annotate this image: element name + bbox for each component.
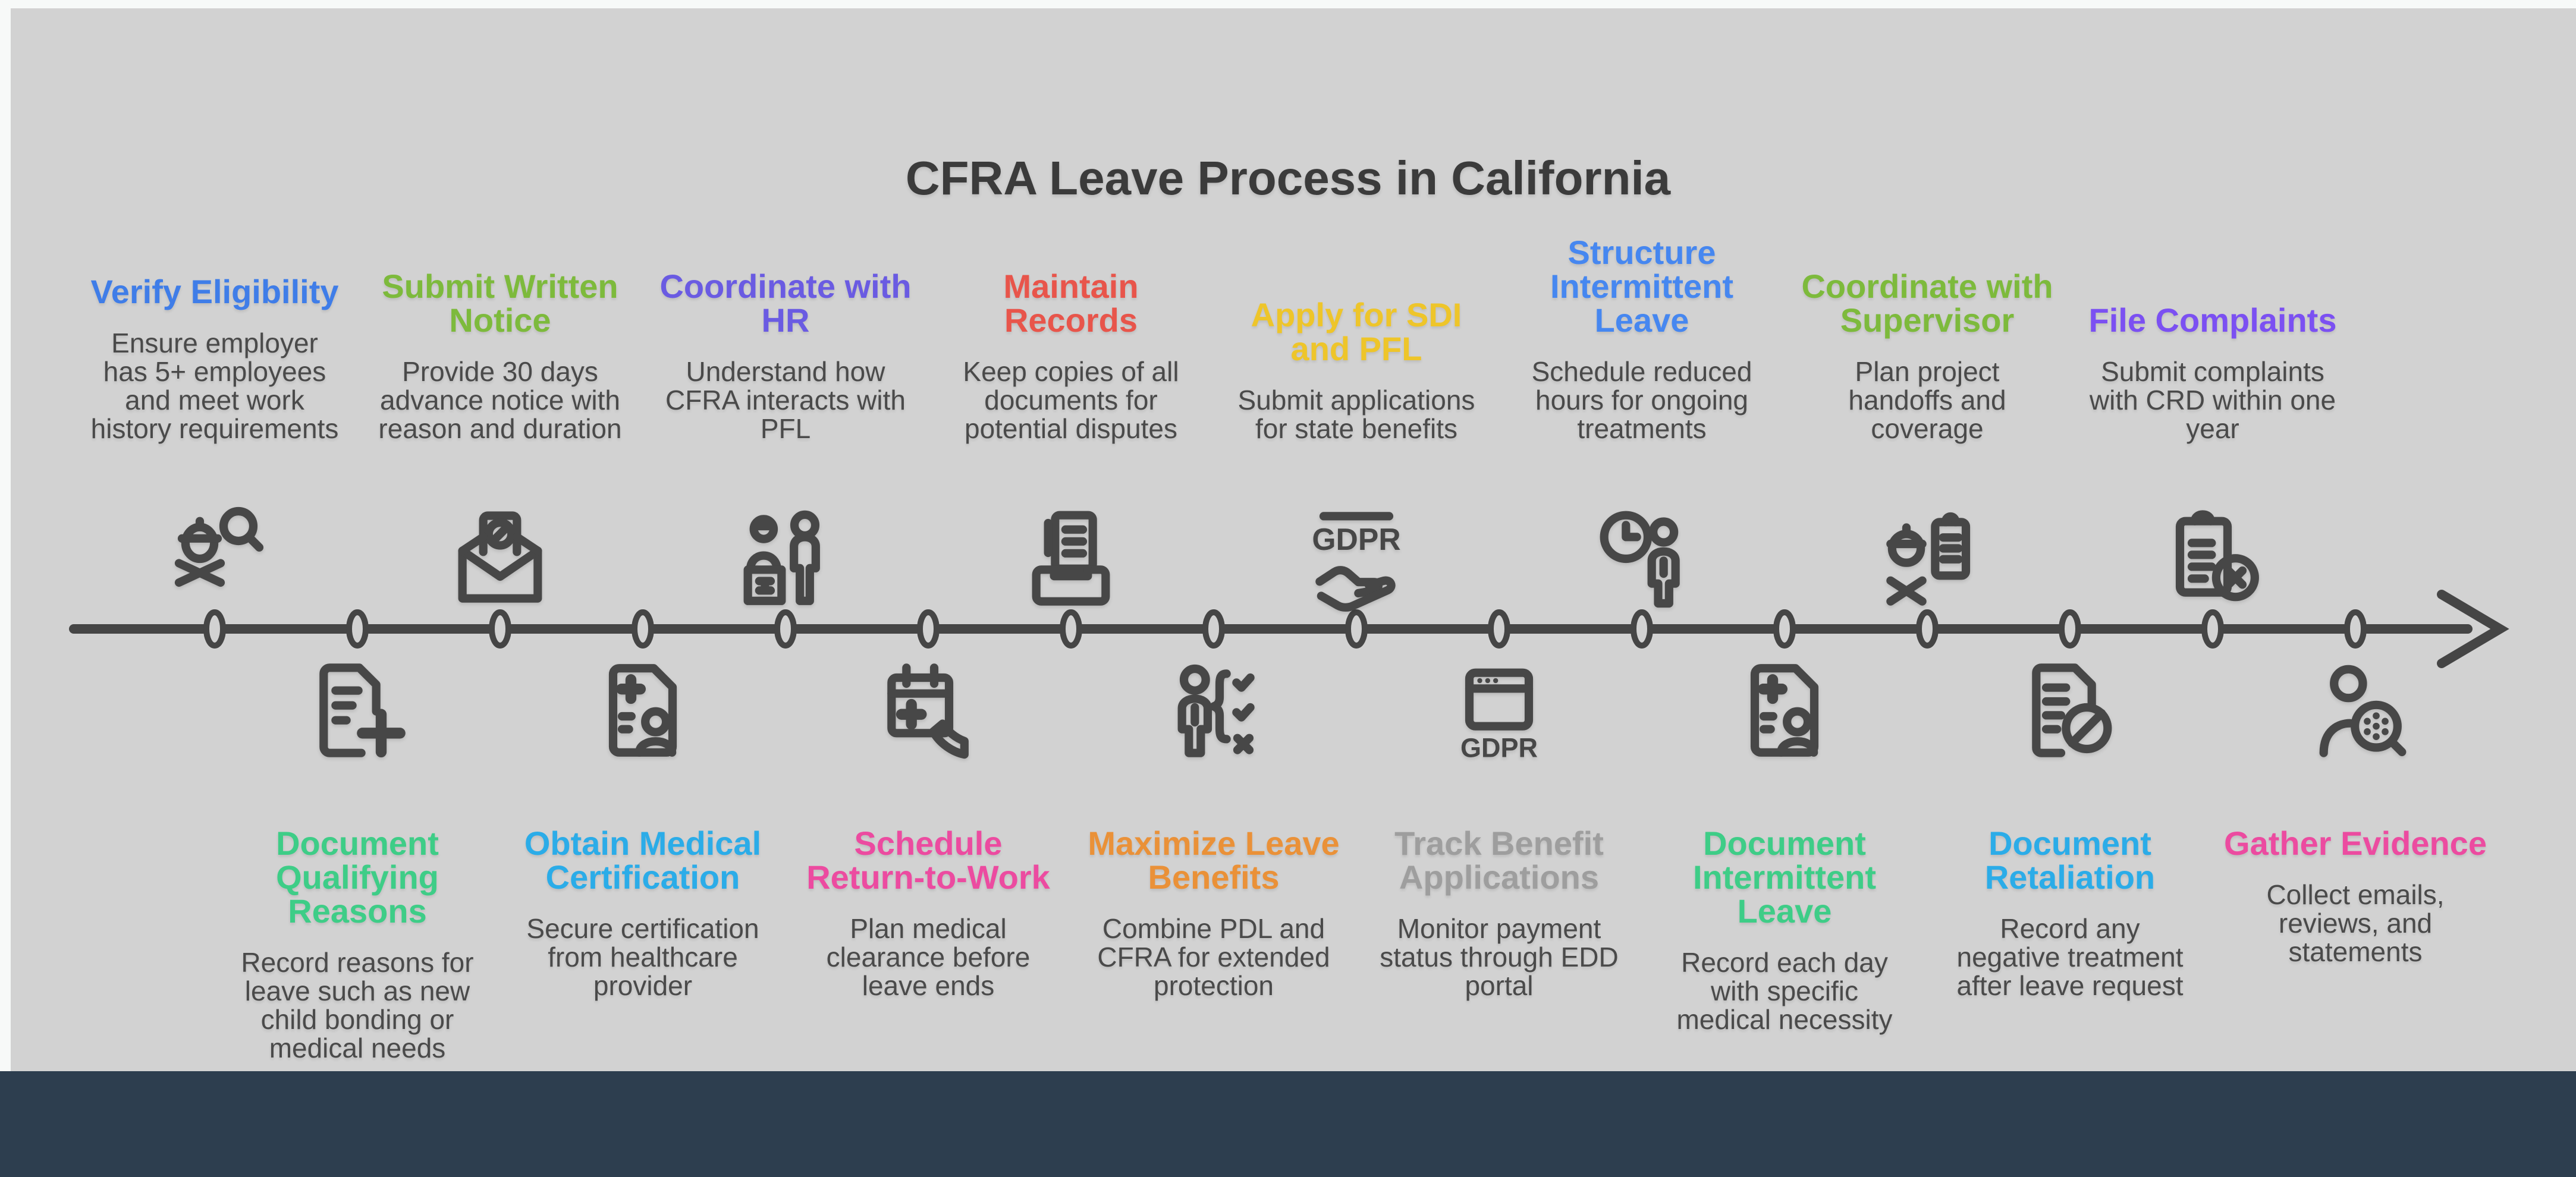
milestone-coordinate-with-hr: Coordinate with HR Understand how CFRA i…: [646, 269, 925, 443]
milestone-obtain-medical-certification: Obtain Medical Certification Secure cert…: [503, 826, 783, 1000]
milestone-body: Ensure employer has 5+ employees and mee…: [90, 328, 339, 444]
gdpr-hand-icon: GDPR: [1297, 499, 1416, 618]
medical-document-person-icon: [583, 651, 702, 770]
milestone-title: File Complaints: [2088, 301, 2337, 339]
milestone-title: Document Intermittent Leave: [1693, 824, 1876, 930]
milestone-title: Structure Intermittent Leave: [1550, 234, 1733, 339]
milestone-body: Keep copies of all documents for potenti…: [963, 356, 1179, 444]
gray-background-panel: [11, 8, 2576, 1071]
milestone-title: Apply for SDI and PFL: [1251, 296, 1462, 367]
timeline-nodes: [203, 609, 2367, 649]
milestone-body: Schedule reduced hours for ongoing treat…: [1531, 356, 1752, 444]
person-search-icon: [155, 499, 274, 618]
svg-text:GDPR: GDPR: [1312, 522, 1400, 556]
milestone-verify-eligibility: Verify Eligibility Ensure employer has 5…: [75, 275, 354, 443]
milestone-structure-intermittent-leave: Structure Intermittent Leave Schedule re…: [1502, 235, 1782, 443]
gdpr-browser-icon: GDPR: [1440, 651, 1559, 770]
milestone-body: Provide 30 days advance notice with reas…: [378, 356, 622, 444]
milestone-body: Record any negative treatment after leav…: [1956, 913, 2184, 1001]
milestone-body: Understand how CFRA interacts with PFL: [665, 356, 906, 444]
document-plus-icon: [298, 651, 417, 770]
milestone-title: Submit Written Notice: [382, 268, 618, 339]
milestone-maintain-records: Maintain Records Keep copies of all docu…: [931, 269, 1211, 443]
milestone-body: Collect emails, reviews, and statements: [2266, 879, 2445, 967]
calendar-phone-icon: [869, 651, 988, 770]
clock-person-icon: [1582, 499, 1701, 618]
milestone-body: Monitor payment status through EDD porta…: [1380, 913, 1619, 1001]
milestone-document-qualifying-reasons: Document Qualifying Reasons Record reaso…: [218, 826, 497, 1062]
milestone-title: Maintain Records: [1003, 268, 1139, 339]
milestone-coordinate-with-supervisor: Coordinate with Supervisor Plan project …: [1788, 269, 2067, 443]
milestone-body: Submit applications for state benefits: [1237, 385, 1475, 444]
milestone-body: Submit complaints with CRD within one ye…: [2089, 356, 2336, 444]
person-checklist-icon: [1154, 651, 1273, 770]
milestone-schedule-return-to-work: Schedule Return-to-Work Plan medical cle…: [788, 826, 1068, 1000]
milestone-title: Coordinate with HR: [659, 268, 912, 339]
milestone-title: Document Qualifying Reasons: [276, 824, 439, 930]
milestone-title: Document Retaliation: [1984, 824, 2156, 896]
timeline-arrow-icon: [2437, 590, 2509, 668]
milestone-title: Verify Eligibility: [90, 273, 339, 310]
inbox-document-icon: [1011, 499, 1130, 618]
milestone-track-benefit-applications: Track Benefit Applications Monitor payme…: [1359, 826, 1639, 1000]
milestone-document-retaliation: Document Retaliation Record any negative…: [1930, 826, 2210, 1000]
milestone-body: Combine PDL and CFRA for extended protec…: [1097, 913, 1330, 1001]
document-blocked-icon: [2010, 651, 2129, 770]
person-evidence-search-icon: [2296, 651, 2415, 770]
clipboard-x-icon: [2153, 499, 2272, 618]
milestone-title: Obtain Medical Certification: [524, 824, 762, 896]
milestone-file-complaints: File Complaints Submit complaints with C…: [2073, 303, 2352, 443]
hr-meeting-icon: [726, 499, 845, 618]
milestone-body: Secure certification from healthcare pro…: [526, 913, 759, 1001]
medical-document-person-icon: [1725, 651, 1844, 770]
footer-band: [0, 1071, 2576, 1177]
milestone-title: Coordinate with Supervisor: [1801, 268, 2053, 339]
milestone-body: Plan medical clearance before leave ends: [826, 913, 1031, 1001]
envelope-blocked-letter-icon: [441, 499, 560, 618]
milestone-apply-for-sdi-and-pfl: Apply for SDI and PFL Submit application…: [1217, 298, 1496, 443]
milestone-title: Schedule Return-to-Work: [806, 824, 1050, 896]
milestone-body: Record reasons for leave such as new chi…: [241, 947, 474, 1063]
milestone-title: Gather Evidence: [2224, 824, 2487, 862]
milestone-gather-evidence: Gather Evidence Collect emails, reviews,…: [2216, 826, 2495, 966]
svg-text:GDPR: GDPR: [1460, 732, 1538, 763]
page-title: CFRA Leave Process in California: [905, 151, 1671, 204]
milestone-maximize-leave-benefits: Maximize Leave Benefits Combine PDL and …: [1074, 826, 1353, 1000]
worker-clipboard-icon: [1868, 499, 1987, 618]
milestone-document-intermittent-leave: Document Intermittent Leave Record each …: [1645, 826, 1924, 1034]
milestone-title: Maximize Leave Benefits: [1088, 824, 1340, 896]
milestone-body: Plan project handoffs and coverage: [1848, 356, 2006, 444]
milestone-submit-written-notice: Submit Written Notice Provide 30 days ad…: [360, 269, 640, 443]
milestone-body: Record each day with specific medical ne…: [1676, 947, 1893, 1035]
milestone-title: Track Benefit Applications: [1394, 824, 1604, 896]
